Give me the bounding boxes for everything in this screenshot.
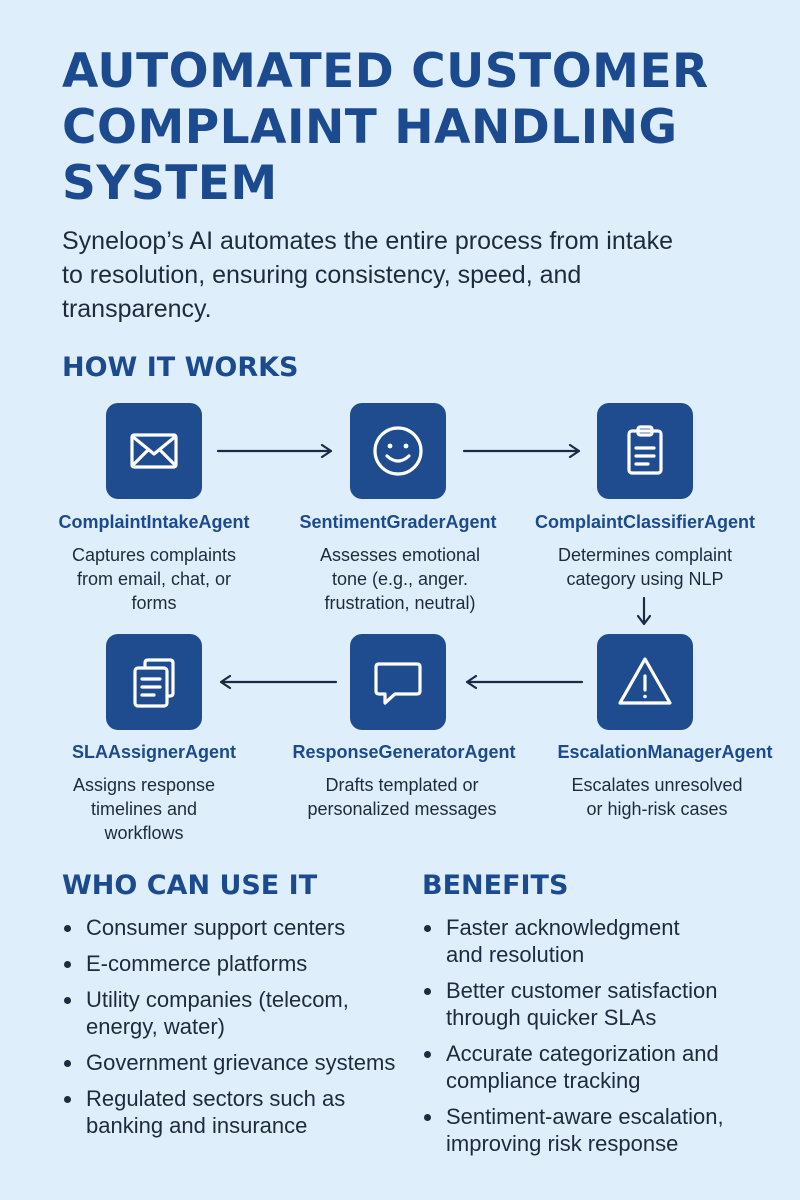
flow-arrow-left-1: [465, 674, 584, 690]
list-item-text: Regulated sectors such as: [86, 1086, 346, 1111]
documents-icon: [106, 634, 202, 730]
list-item: Consumer support centers: [62, 914, 422, 941]
desc-line: Determines complaint: [557, 545, 733, 565]
flow-arrow-right-2: [462, 443, 581, 459]
list-item-text: through quicker SLAs: [446, 1005, 657, 1030]
list-item-text: Sentiment-aware escalation,: [446, 1104, 724, 1129]
list-item-text: Consumer support centers: [86, 915, 346, 940]
page-title: AUTOMATED CUSTOMER COMPLAINT HANDLING SY…: [62, 44, 762, 212]
list-item-text: Accurate categorization and: [446, 1041, 719, 1066]
node-desc-response-generator: Drafts templated or personalized message…: [282, 773, 522, 821]
intro-paragraph: Syneloop’s AI automates the entire proce…: [62, 224, 752, 326]
desc-line: timelines and: [90, 799, 198, 819]
node-name-escalation-manager: EscalationManagerAgent: [557, 742, 773, 762]
clipboard-icon: [597, 403, 693, 499]
node-desc-escalation-manager: Escalates unresolved or high-risk cases: [537, 773, 777, 821]
desc-line: workflows: [104, 823, 184, 843]
list-item: Government grievance systems: [62, 1049, 422, 1076]
node-name-response-generator: ResponseGeneratorAgent: [292, 742, 516, 762]
title-line: AUTOMATED CUSTOMER: [62, 44, 709, 99]
node-name-sla-assigner: SLAAssignerAgent: [71, 742, 237, 762]
intro-line: Syneloop’s AI automates the entire proce…: [62, 227, 673, 255]
desc-line: Assigns response: [72, 775, 216, 795]
desc-line: from email, chat, or: [76, 569, 232, 589]
desc-line: tone (e.g., anger.: [331, 569, 469, 589]
list-item: Utility companies (telecom,energy, water…: [62, 986, 422, 1040]
list-item-text: banking and insurance: [86, 1113, 308, 1138]
desc-line: or high-risk cases: [586, 799, 728, 819]
who-can-use-list: Consumer support centers E-commerce plat…: [62, 914, 422, 1148]
list-item: E-commerce platforms: [62, 950, 422, 977]
node-desc-sentiment-grader: Assesses emotional tone (e.g., anger. fr…: [280, 543, 520, 615]
node-name-complaint-classifier: ComplaintClassifierAgent: [534, 512, 756, 532]
desc-line: Captures complaints: [71, 545, 237, 565]
desc-line: forms: [131, 593, 177, 613]
list-item-text: energy, water): [86, 1014, 225, 1039]
desc-line: frustration, neutral): [324, 593, 476, 613]
benefits-heading: BENEFITS: [422, 870, 569, 901]
list-item-text: Faster acknowledgment: [446, 915, 680, 940]
node-desc-complaint-intake: Captures complaints from email, chat, or…: [34, 543, 274, 615]
intro-line: to resolution, ensuring consistency, spe…: [62, 261, 582, 289]
list-item-text: and resolution: [446, 942, 585, 967]
list-item-text: Government grievance systems: [86, 1050, 396, 1075]
flow-arrow-right-1: [216, 443, 333, 459]
list-item-text: Utility companies (telecom,: [86, 987, 349, 1012]
who-can-use-heading: WHO CAN USE IT: [62, 870, 318, 901]
how-it-works-heading: HOW IT WORKS: [62, 352, 299, 383]
flow-arrow-down: [636, 596, 652, 626]
node-desc-sla-assigner: Assigns response timelines and workflows: [24, 773, 264, 845]
title-line: COMPLAINT HANDLING: [62, 100, 678, 155]
warning-icon: [597, 634, 693, 730]
envelope-icon: [106, 403, 202, 499]
desc-line: Escalates unresolved: [571, 775, 743, 795]
node-desc-complaint-classifier: Determines complaint category using NLP: [525, 543, 765, 591]
desc-line: category using NLP: [566, 569, 724, 589]
flow-arrow-left-2: [219, 674, 338, 690]
list-item-text: compliance tracking: [446, 1068, 641, 1093]
node-name-complaint-intake: ComplaintIntakeAgent: [58, 512, 250, 532]
list-item-text: Better customer satisfaction: [446, 978, 718, 1003]
smiley-icon: [350, 403, 446, 499]
list-item-text: improving risk response: [446, 1131, 679, 1156]
desc-line: Assesses emotional: [319, 545, 481, 565]
list-item-text: E-commerce platforms: [86, 951, 308, 976]
desc-line: Drafts templated or: [325, 775, 479, 795]
node-name-sentiment-grader: SentimentGraderAgent: [299, 512, 497, 532]
intro-line: transparency.: [62, 295, 212, 323]
list-item: Sentiment-aware escalation,improving ris…: [422, 1103, 782, 1157]
title-line: SYSTEM: [62, 156, 278, 211]
chat-bubble-icon: [350, 634, 446, 730]
desc-line: personalized messages: [307, 799, 497, 819]
